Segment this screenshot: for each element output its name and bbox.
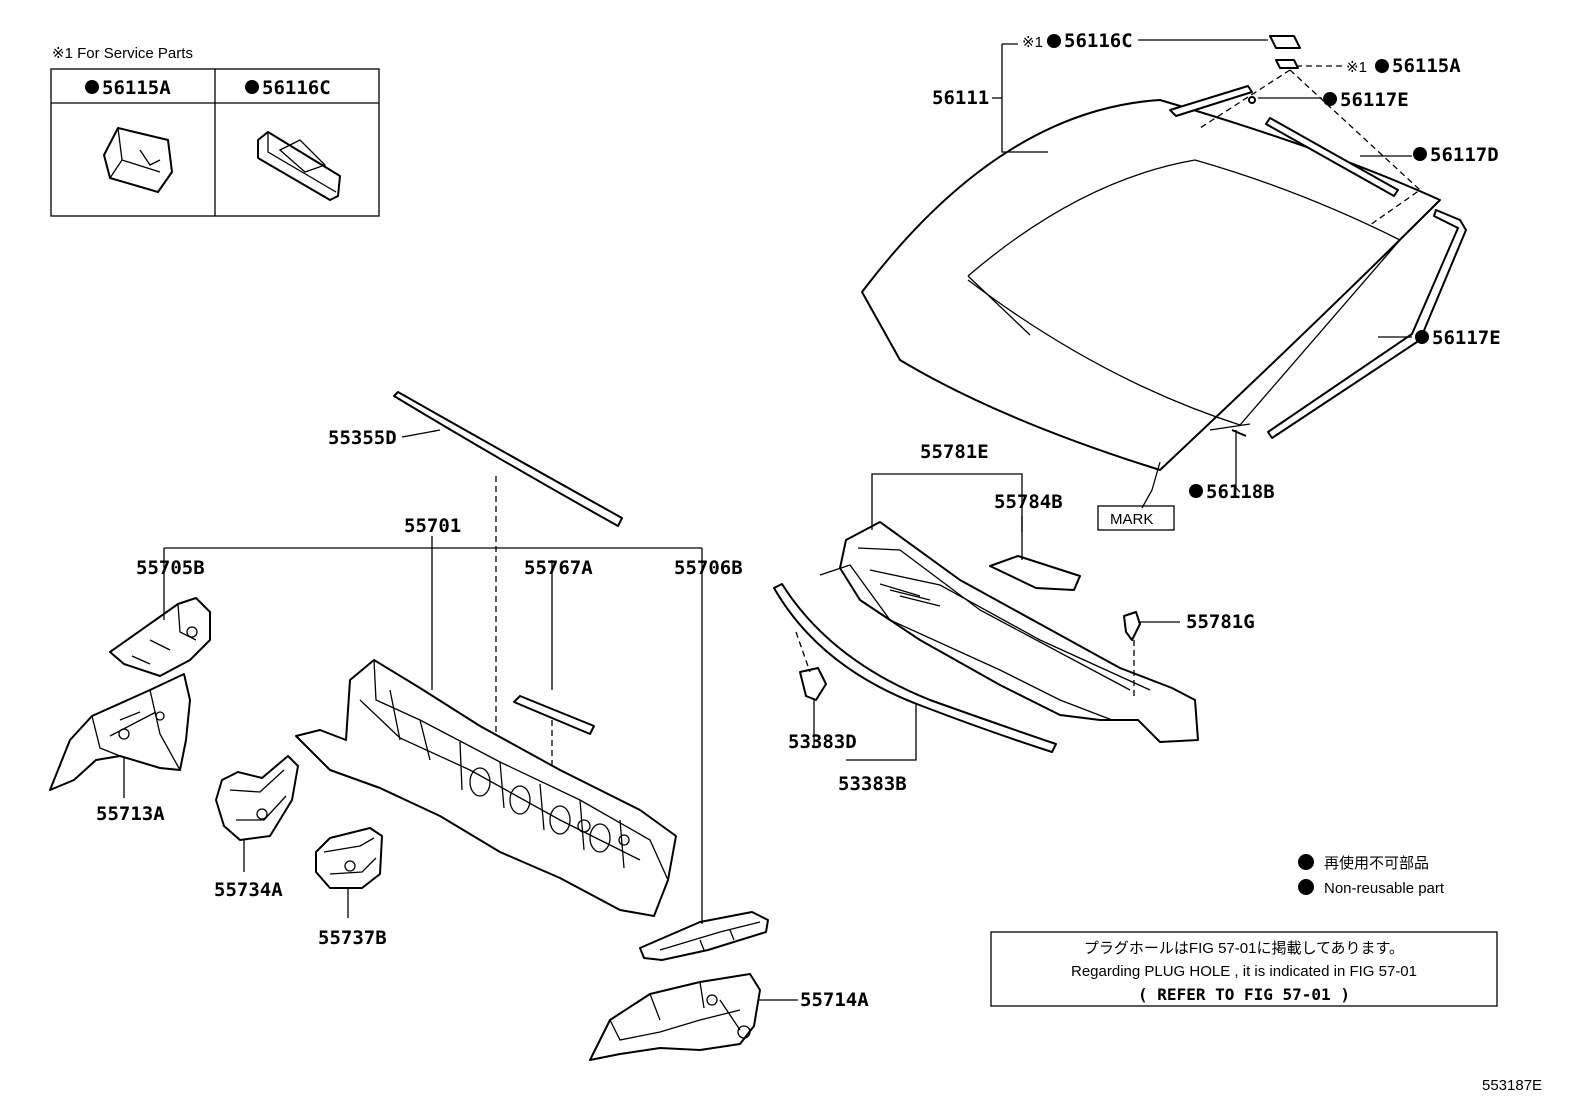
clip-56115A-illustration <box>103 127 173 193</box>
service-box-title: ※1 For Service Parts <box>52 45 193 62</box>
strip-55355D <box>393 391 623 527</box>
label-55781E: 55781E <box>920 441 989 463</box>
cowl-panel <box>295 659 677 917</box>
note-line2: Regarding PLUG HOLE , it is indicated in… <box>1071 963 1417 980</box>
clip-56116C-illustration <box>257 131 341 201</box>
service-parts-box: ※1 For Service Parts 56115A 56116C <box>50 45 380 217</box>
label-56116C: 56116C <box>1064 30 1133 52</box>
label-55705B: 55705B <box>136 557 205 579</box>
legend-dot-icon <box>1298 854 1314 870</box>
label-55781G: 55781G <box>1186 611 1255 633</box>
cowl-louver <box>819 521 1199 743</box>
label-55706B: 55706B <box>674 557 743 579</box>
label-56118B: 56118B <box>1206 481 1275 503</box>
label-55737B: 55737B <box>318 927 387 949</box>
bracket-55734A <box>215 755 299 841</box>
label-55734A: 55734A <box>214 879 283 901</box>
legend: 再使用不可部品 Non-reusable part <box>1298 854 1445 897</box>
figure-id: 553187E <box>1482 1077 1542 1094</box>
bracket-55705B <box>109 597 211 677</box>
legend-en: Non-reusable part <box>1324 880 1445 897</box>
label-55714A: 55714A <box>800 989 869 1011</box>
label-55767A: 55767A <box>524 557 593 579</box>
panel-55714A <box>589 973 761 1061</box>
ref-mark-2: ※1 <box>1346 59 1367 76</box>
label-55713A: 55713A <box>96 803 165 825</box>
clip-53383D <box>799 667 827 701</box>
label-56117D: 56117D <box>1430 144 1499 166</box>
cowl-seal <box>773 583 1057 753</box>
legend-jp: 再使用不可部品 <box>1324 855 1429 872</box>
seal-55767A <box>513 695 595 735</box>
ref-mark-1: ※1 <box>1022 34 1043 51</box>
legend-dot-icon <box>1298 879 1314 895</box>
note-line3: ( REFER TO FIG 57-01 ) <box>1138 985 1350 1004</box>
windshield-glass <box>861 35 1467 471</box>
label-55784B: 55784B <box>994 491 1063 513</box>
non-reusable-dot <box>85 80 99 94</box>
note-box: プラグホールはFIG 57-01に掲載してあります。 Regarding PLU… <box>990 931 1498 1007</box>
note-line1: プラグホールはFIG 57-01に掲載してあります。 <box>1084 940 1404 957</box>
service-box-col2: 56116C <box>262 77 331 99</box>
panel-55713A <box>49 673 191 791</box>
label-53383B: 53383B <box>838 773 907 795</box>
label-56111: 56111 <box>932 87 989 109</box>
label-56115A: 56115A <box>1392 55 1461 77</box>
label-56117E-right: 56117E <box>1432 327 1501 349</box>
mark-box <box>1097 505 1175 531</box>
mark-label: MARK <box>1110 511 1153 528</box>
label-55355D: 55355D <box>328 427 397 449</box>
label-53383D: 53383D <box>788 731 857 753</box>
service-box-col1: 56115A <box>102 77 171 99</box>
bracket-55706B <box>639 911 769 961</box>
bracket-55737B <box>315 827 383 889</box>
label-55701: 55701 <box>404 515 461 537</box>
label-56117E-top: 56117E <box>1340 89 1409 111</box>
non-reusable-dot <box>245 80 259 94</box>
